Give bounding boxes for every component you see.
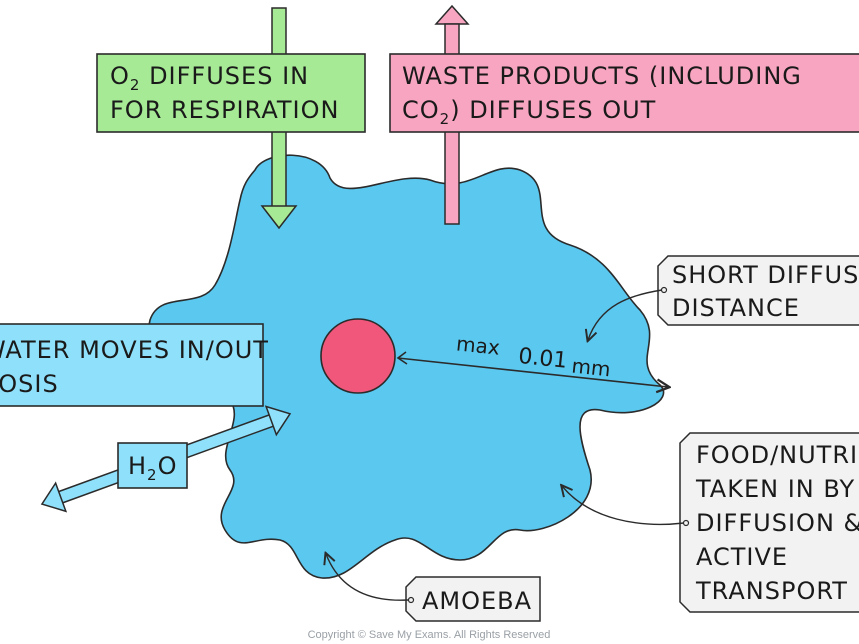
- amoeba-pointer: [326, 554, 409, 601]
- oxygen-line2: FOR RESPIRATION: [110, 96, 339, 124]
- measure-unit: mm: [570, 354, 611, 382]
- distance-arrow: [397, 357, 668, 387]
- food-pointer: [562, 486, 685, 526]
- water-line2: BY OSMOSIS: [0, 370, 59, 398]
- oxygen-subscript: 2: [130, 76, 141, 94]
- water-line1: WATER MOVES IN/OUT: [0, 336, 269, 364]
- amoeba-label: AMOEBA: [422, 587, 532, 615]
- short-distance-tag: SHORT DIFFUSION DISTANCE: [657, 255, 859, 326]
- co2-subscript: 2: [440, 110, 451, 128]
- oxygen-line1-rest: DIFFUSES IN: [140, 62, 309, 90]
- svg-text:H2O: H2O: [128, 452, 177, 484]
- svg-text:O2 DIFFUSES IN: O2 DIFFUSES IN: [110, 62, 309, 94]
- food-line1: FOOD/NUTRIENTS: [696, 441, 859, 469]
- water-label-box: WATER MOVES IN/OUT BY OSMOSIS: [0, 323, 269, 407]
- oxygen-label-box: O2 DIFFUSES IN FOR RESPIRATION: [96, 53, 366, 133]
- food-line4: ACTIVE: [696, 543, 788, 571]
- food-line2: TAKEN IN BY: [695, 475, 855, 503]
- waste-line2-rest: ) DIFFUSES OUT: [450, 96, 656, 124]
- amoeba-tag: AMOEBA: [405, 576, 541, 622]
- copyright-text: Copyright © Save My Exams. All Rights Re…: [308, 629, 551, 641]
- food-line5: TRANSPORT: [695, 577, 848, 605]
- measure-max: max: [455, 331, 501, 359]
- h2o-subscript: 2: [147, 466, 158, 484]
- waste-label-box: WASTE PRODUCTS (INCLUDING CO2) DIFFUSES …: [389, 53, 859, 133]
- food-line3: DIFFUSION &: [696, 509, 859, 537]
- co2-symbol: CO: [402, 96, 440, 124]
- food-nutrients-tag: FOOD/NUTRIENTS TAKEN IN BY DIFFUSION & A…: [679, 432, 859, 613]
- waste-line1: WASTE PRODUCTS (INCLUDING: [402, 62, 802, 90]
- h2o-rest: O: [158, 452, 178, 480]
- measure-value: 0.01: [517, 344, 568, 374]
- oxygen-symbol: O: [110, 62, 130, 90]
- short-line2: DISTANCE: [672, 294, 800, 322]
- nucleus: [320, 318, 396, 394]
- h2o-label-box: H2O: [117, 442, 188, 489]
- svg-text:CO2) DIFFUSES OUT: CO2) DIFFUSES OUT: [402, 96, 656, 128]
- short-distance-pointer: [588, 289, 663, 340]
- h2o-symbol: H: [128, 452, 147, 480]
- short-line1: SHORT DIFFUSION: [672, 261, 859, 289]
